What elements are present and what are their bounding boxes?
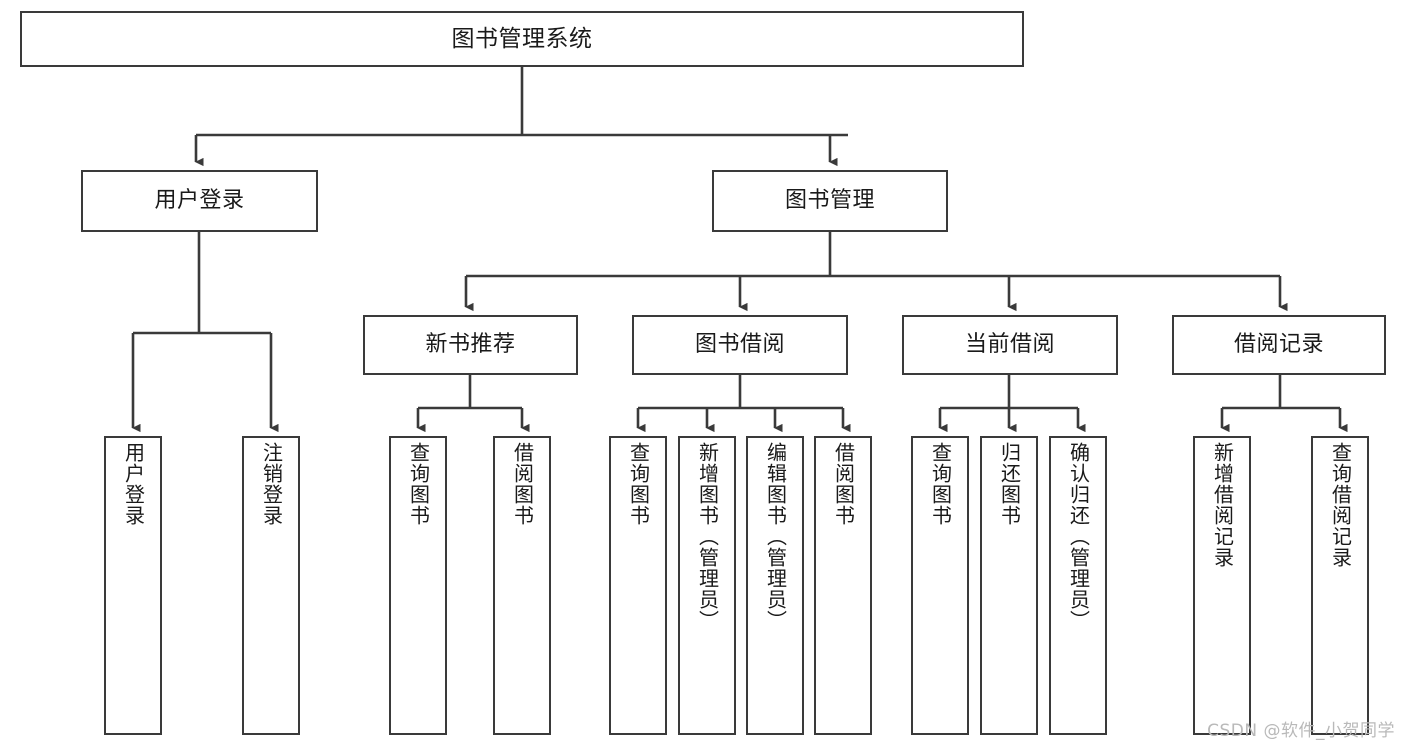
- node-leaf-confirm-return[interactable]: 确认归还（管理员）: [1049, 436, 1107, 735]
- node-leaf-add-record-label: 新增借阅记录: [1210, 442, 1235, 568]
- node-user-login-label: 用户登录: [154, 188, 245, 214]
- node-new-book-recommend-label: 新书推荐: [425, 332, 516, 358]
- node-leaf-edit-book[interactable]: 编辑图书（管理员）: [746, 436, 804, 735]
- node-root-label: 图书管理系统: [451, 25, 593, 52]
- node-book-management[interactable]: 图书管理: [712, 170, 948, 232]
- node-leaf-borrow-book-2-label: 借阅图书: [831, 442, 856, 526]
- node-leaf-add-book[interactable]: 新增图书（管理员）: [678, 436, 736, 735]
- node-book-borrow[interactable]: 图书借阅: [632, 315, 848, 375]
- node-leaf-query-record-label: 查询借阅记录: [1328, 442, 1353, 568]
- node-borrow-record[interactable]: 借阅记录: [1172, 315, 1386, 375]
- node-leaf-logout-login[interactable]: 注销登录: [242, 436, 300, 735]
- node-book-management-label: 图书管理: [784, 188, 875, 214]
- node-leaf-borrow-book-2[interactable]: 借阅图书: [814, 436, 872, 735]
- node-leaf-borrow-book-1[interactable]: 借阅图书: [493, 436, 551, 735]
- node-leaf-query-book-3-label: 查询图书: [928, 442, 953, 526]
- watermark-text: CSDN @软件_小贺同学: [1207, 721, 1395, 741]
- node-leaf-add-book-label: 新增图书（管理员）: [695, 442, 720, 631]
- node-leaf-return-book-label: 归还图书: [997, 442, 1022, 526]
- node-root[interactable]: 图书管理系统: [20, 11, 1024, 67]
- node-leaf-add-record[interactable]: 新增借阅记录: [1193, 436, 1251, 735]
- node-leaf-query-book-2[interactable]: 查询图书: [609, 436, 667, 735]
- node-leaf-user-login-label: 用户登录: [121, 442, 146, 526]
- node-leaf-query-book-2-label: 查询图书: [626, 442, 651, 526]
- node-leaf-user-login[interactable]: 用户登录: [104, 436, 162, 735]
- node-leaf-borrow-book-1-label: 借阅图书: [510, 442, 535, 526]
- node-leaf-query-book-1[interactable]: 查询图书: [389, 436, 447, 735]
- node-current-borrow-label: 当前借阅: [964, 332, 1055, 358]
- node-leaf-query-book-1-label: 查询图书: [406, 442, 431, 526]
- node-borrow-record-label: 借阅记录: [1233, 332, 1324, 358]
- node-current-borrow[interactable]: 当前借阅: [902, 315, 1118, 375]
- node-leaf-logout-login-label: 注销登录: [259, 442, 284, 526]
- node-user-login[interactable]: 用户登录: [81, 170, 318, 232]
- node-book-borrow-label: 图书借阅: [694, 332, 785, 358]
- node-new-book-recommend[interactable]: 新书推荐: [363, 315, 578, 375]
- node-leaf-confirm-return-label: 确认归还（管理员）: [1066, 442, 1091, 631]
- node-leaf-query-book-3[interactable]: 查询图书: [911, 436, 969, 735]
- node-leaf-edit-book-label: 编辑图书（管理员）: [763, 442, 788, 631]
- node-leaf-return-book[interactable]: 归还图书: [980, 436, 1038, 735]
- node-leaf-query-record[interactable]: 查询借阅记录: [1311, 436, 1369, 735]
